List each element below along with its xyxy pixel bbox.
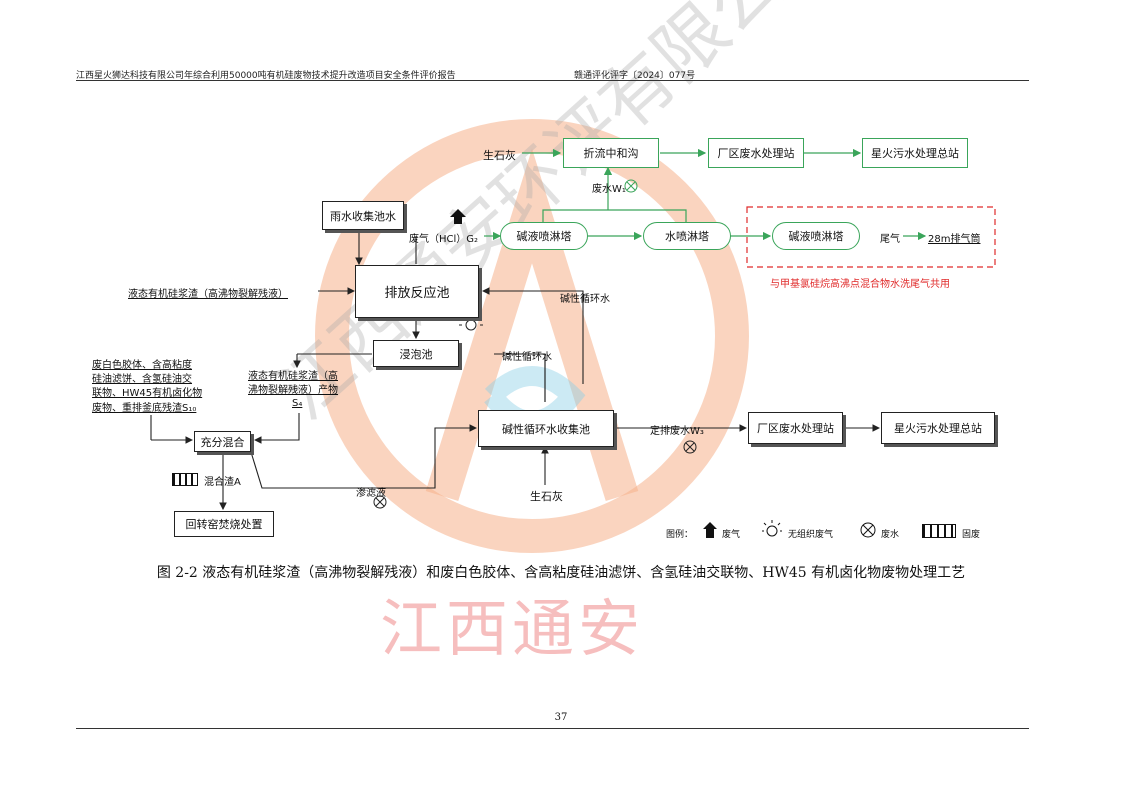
solid-waste-line-2: 硅油滤饼、含氢硅油交 bbox=[92, 374, 192, 385]
footer-rule bbox=[76, 728, 1029, 729]
legend-gas-label: 废气 bbox=[722, 530, 741, 540]
alkali-circ-2-label: 碱性循环水 bbox=[502, 352, 552, 363]
limestone-top: 生石灰 bbox=[483, 149, 516, 162]
slurry-product-line-3: S₄ bbox=[292, 398, 303, 409]
page-number: 37 bbox=[554, 712, 568, 723]
alkali-water-tank-box: 碱性循环水收集池 bbox=[478, 410, 614, 447]
liquid-slurry-label: 液态有机硅浆渣（高沸物裂解残液） bbox=[128, 289, 288, 300]
limestone-bottom: 生石灰 bbox=[530, 490, 563, 503]
plant-wwtp-box-1: 厂区废水处理站 bbox=[708, 138, 804, 168]
tail-gas-label: 尾气 bbox=[880, 234, 900, 245]
alkali-tower-2-box: 碱液喷淋塔 bbox=[772, 222, 860, 250]
rotary-kiln-box: 回转窑焚烧处置 bbox=[174, 511, 274, 537]
xinghuo-wwtp-box-2: 星火污水处理总站 bbox=[881, 412, 995, 444]
legend-wastewater-icon bbox=[860, 522, 876, 538]
xinghuo-wwtp-box-1: 星火污水处理总站 bbox=[862, 138, 968, 168]
shared-note: 与甲基氯硅烷高沸点混合物水洗尾气共用 bbox=[770, 279, 950, 290]
soak-tank-box: 浸泡池 bbox=[373, 340, 459, 367]
alkali-tower-1-box: 碱液喷淋塔 bbox=[500, 222, 588, 250]
water-tower-box: 水喷淋塔 bbox=[643, 222, 731, 250]
mixing-box: 充分混合 bbox=[194, 431, 251, 452]
legend-fugitive-label: 无组织废气 bbox=[788, 530, 834, 540]
legend-fugitive-icon bbox=[762, 520, 782, 537]
legend-solid-icon bbox=[922, 524, 956, 538]
mixed-residue-label: 混合渣A bbox=[204, 477, 241, 488]
legend-gas-icon bbox=[703, 522, 717, 538]
plant-wwtp-box-2: 厂区废水处理站 bbox=[748, 412, 843, 444]
alkali-circ-1-label: 碱性循环水 bbox=[560, 294, 610, 305]
solid-waste-line-4: 废物、重排釜底残渣S₁₀ bbox=[92, 403, 197, 414]
waste-gas-g2-label: 废气（HCl）G₂ bbox=[409, 234, 479, 245]
solid-waste-icon bbox=[172, 473, 198, 486]
header-right: 赣通评化评字〔2024〕077号 bbox=[574, 71, 696, 81]
legend-solid-label: 固废 bbox=[962, 530, 981, 540]
slurry-product-line-1: 液态有机硅浆渣（高 bbox=[248, 371, 338, 382]
periodic-discharge-label: 定排废水W₃ bbox=[650, 426, 704, 437]
figure-caption: 图 2-2 液态有机硅浆渣（高沸物裂解残液）和废白色胶体、含高粘度硅油滤饼、含氢… bbox=[156, 565, 966, 581]
legend-title: 图例： bbox=[666, 530, 694, 540]
neutralization-ditch-box: 折流中和沟 bbox=[563, 138, 659, 168]
slurry-product-line-2: 沸物裂解残液）产物 bbox=[248, 385, 338, 396]
legend-wastewater-label: 废水 bbox=[881, 530, 900, 540]
stack-label: 28m排气筒 bbox=[928, 234, 981, 245]
filtrate-label: 渗滤液 bbox=[356, 488, 386, 499]
rain-tank-box: 雨水收集池水 bbox=[322, 201, 404, 230]
solid-waste-line-3: 联物、HW45有机卤化物 bbox=[92, 388, 203, 399]
discharge-tank-box: 排放反应池 bbox=[355, 265, 479, 318]
wastewater-w1-label: 废水W₁ bbox=[592, 184, 626, 195]
watermark-main: 江西通安 bbox=[380, 592, 645, 665]
header-left: 江西星火狮达科技有限公司年综合利用50000吨有机硅废物技术提升改造项目安全条件… bbox=[76, 71, 456, 81]
solid-waste-line-1: 废白色胶体、含高粘度 bbox=[92, 360, 192, 371]
header-rule bbox=[76, 80, 1029, 81]
